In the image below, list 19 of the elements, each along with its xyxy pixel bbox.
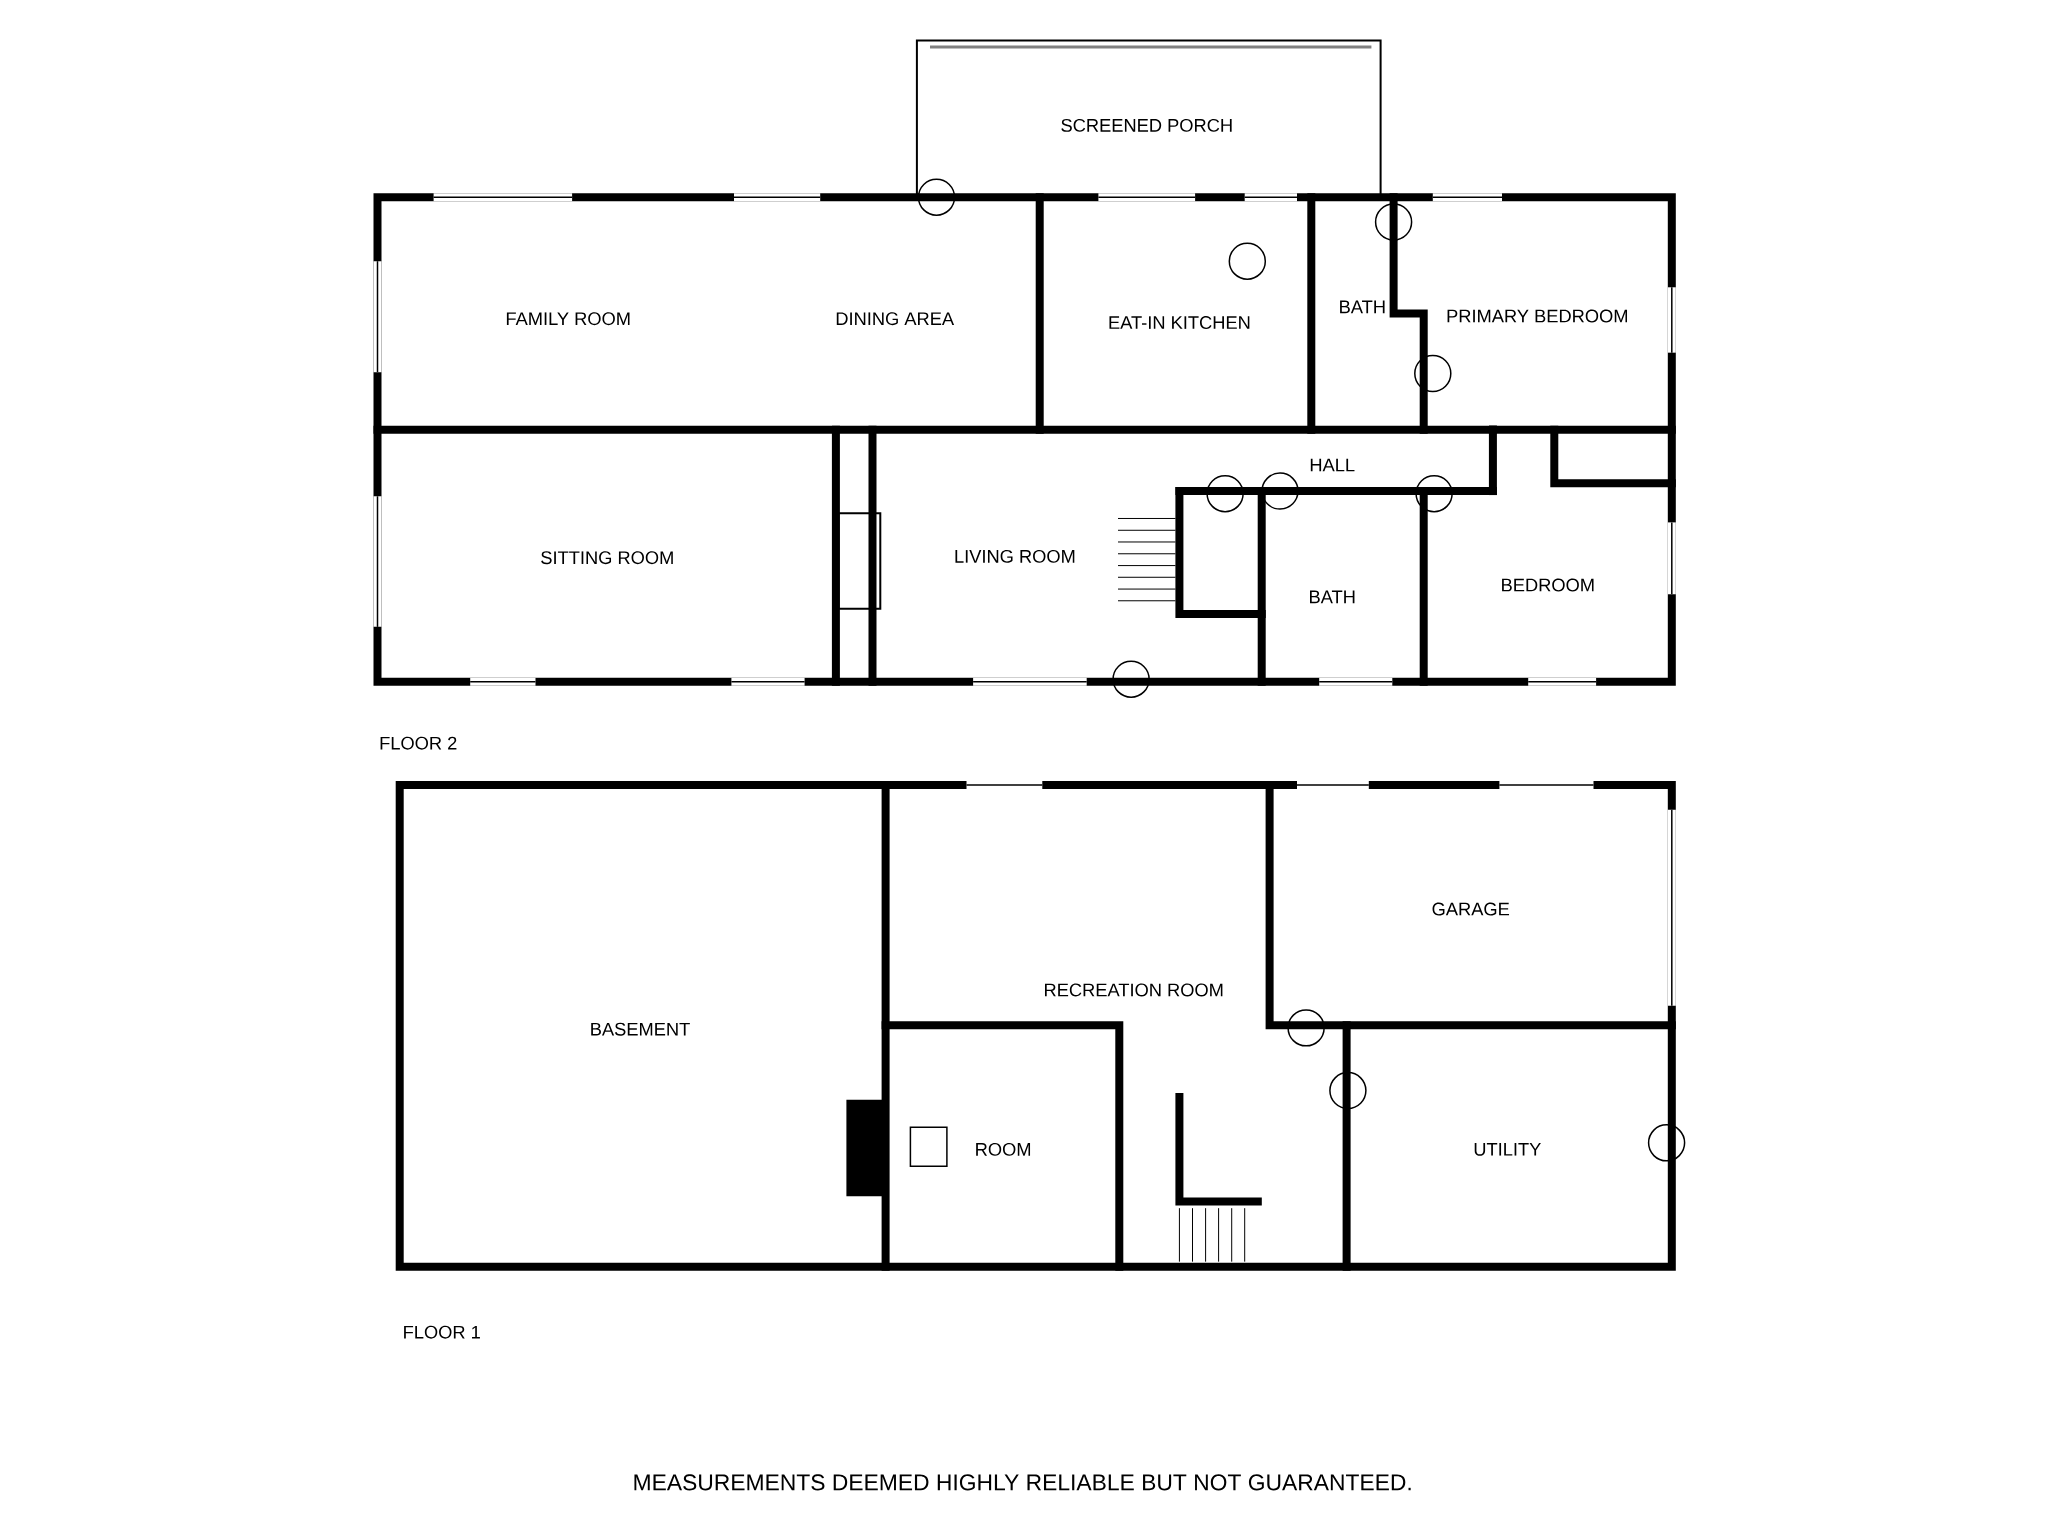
room-label: RECREATION ROOM: [1045, 983, 1223, 997]
floor-label: FLOOR 1: [404, 1325, 480, 1339]
room-label: SITTING ROOM: [541, 551, 673, 565]
room-label: HALL: [1310, 458, 1355, 472]
room-label: BASEMENT: [591, 1022, 690, 1036]
room-label: BATH: [1310, 590, 1355, 604]
room-label: EAT-IN KITCHEN: [1109, 316, 1250, 330]
room-label: PRIMARY BEDROOM: [1447, 309, 1627, 323]
room-label: GARAGE: [1432, 902, 1510, 916]
room-label: BATH: [1340, 300, 1385, 314]
floor-label: FLOOR 2: [380, 736, 457, 750]
room-label: FAMILY ROOM: [506, 312, 630, 326]
room-label: UTILITY: [1474, 1143, 1541, 1156]
room-label: ROOM: [976, 1142, 1031, 1156]
room-label: DINING AREA: [836, 312, 955, 326]
room-label: BEDROOM: [1502, 578, 1594, 592]
room-label: LIVING ROOM: [955, 549, 1075, 563]
caption: MEASUREMENTS DEEMED HIGHLY RELIABLE BUT NOT GUARANTEED.: [634, 1474, 1411, 1491]
room-label: SCREENED PORCH: [1061, 118, 1232, 132]
